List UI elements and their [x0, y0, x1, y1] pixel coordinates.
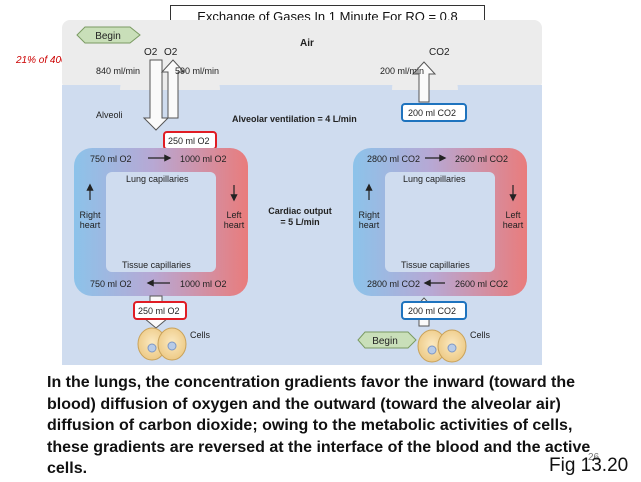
- co2-from-cells-text: 200 ml CO2: [408, 306, 456, 316]
- gas-exchange-diagram: Begin Begin Air O2 O2 840 ml/min 590 ml/…: [62, 20, 542, 365]
- o2-in-rate: 840 ml/min: [96, 66, 140, 76]
- cells-left-cluster: [137, 327, 187, 361]
- o2-in-arrow: [142, 59, 170, 131]
- cardiac-output-label: Cardiac output= 5 L/min: [268, 206, 332, 227]
- begin-badge-top: [76, 26, 141, 44]
- cells-right-cluster: [417, 329, 467, 363]
- right-tissue-out: 2800 ml CO2: [367, 279, 420, 289]
- co2-release-text: 200 ml CO2: [408, 108, 456, 118]
- right-lung-in: 2800 ml CO2: [367, 154, 420, 164]
- co2-out-arrow: [411, 61, 437, 103]
- left-lung-in: 750 ml O2: [90, 154, 132, 164]
- caption-text: In the lungs, the concentration gradient…: [47, 374, 591, 477]
- o2-to-cells-text: 250 ml O2: [138, 306, 180, 316]
- alveolar-ventilation-label: Alveolar ventilation = 4 L/min: [232, 114, 357, 124]
- co2-out-rate: 200 ml/min: [380, 66, 424, 76]
- begin-badge-bottom: [357, 331, 417, 349]
- cells-left-label: Cells: [190, 330, 211, 340]
- lung-capillaries-left: Lung capillaries: [126, 174, 189, 184]
- right-tissue-in: 2600 ml CO2: [455, 279, 508, 289]
- figure-label: Fig 13.20: [549, 455, 629, 476]
- begin-label-top: Begin: [95, 31, 121, 42]
- left-tissue-in: 1000 ml O2: [180, 279, 227, 289]
- co2-loop-inner: [385, 172, 495, 272]
- lung-capillaries-right: Lung capillaries: [403, 174, 466, 184]
- co2-out-label: CO2: [429, 47, 450, 58]
- o2-out-arrow: [160, 59, 186, 119]
- o2-uptake-text: 250 ml O2: [168, 136, 210, 146]
- o2-to-cells-box: [133, 301, 187, 320]
- alveoli-label: Alveoli: [96, 110, 123, 120]
- left-tissue-out: 750 ml O2: [90, 279, 132, 289]
- o2-in-label-a: O2: [144, 47, 158, 58]
- slide-number: 26: [588, 452, 600, 463]
- tissue-capillaries-left: Tissue capillaries: [122, 260, 191, 270]
- air-label: Air: [300, 38, 314, 49]
- cells-right-label: Cells: [470, 330, 491, 340]
- tissue-capillaries-right: Tissue capillaries: [401, 260, 470, 270]
- begin-label-bottom: Begin: [372, 336, 398, 347]
- co2-release-box: [401, 103, 467, 122]
- left-lung-out: 1000 ml O2: [180, 154, 227, 164]
- right-lung-out: 2600 ml CO2: [455, 154, 508, 164]
- o2-in-label-b: O2: [164, 47, 178, 58]
- o2-out-rate: 590 ml/min: [175, 66, 219, 76]
- o2-loop-inner: [106, 172, 216, 272]
- co2-from-cells-box: [401, 301, 467, 320]
